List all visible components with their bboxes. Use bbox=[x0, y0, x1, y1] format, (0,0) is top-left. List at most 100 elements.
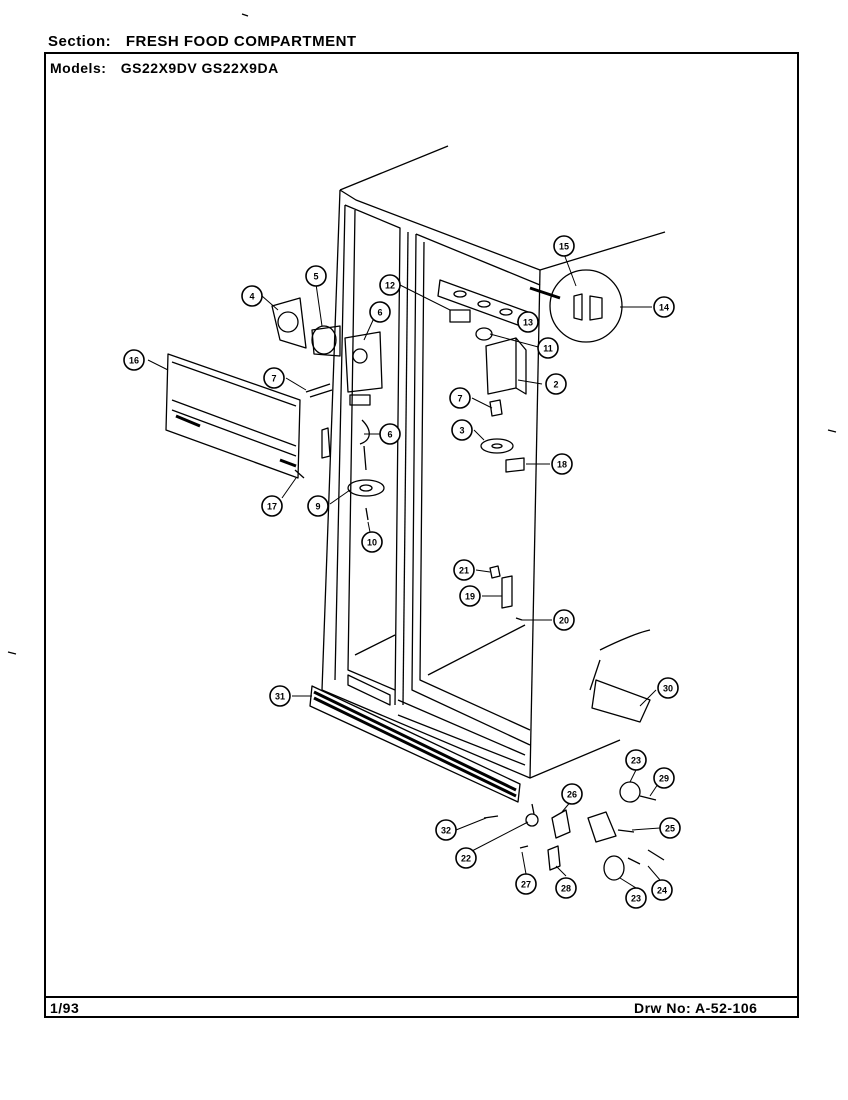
callout-circle bbox=[561, 783, 583, 805]
callout-circle bbox=[455, 847, 477, 869]
callout-circle bbox=[553, 609, 575, 631]
callout-circle bbox=[369, 301, 391, 323]
callout-number: 21 bbox=[459, 566, 469, 576]
callout-2: 2 bbox=[545, 373, 567, 395]
callout-16: 16 bbox=[123, 349, 145, 371]
callout-11: 11 bbox=[537, 337, 559, 359]
callout-number: 32 bbox=[441, 826, 451, 836]
callout-circle bbox=[555, 877, 577, 899]
callout-25: 25 bbox=[659, 817, 681, 839]
callout-number: 16 bbox=[129, 356, 139, 366]
callout-number: 6 bbox=[377, 308, 382, 318]
callout-circle bbox=[657, 677, 679, 699]
callout-23: 23 bbox=[625, 887, 647, 909]
control-panel bbox=[165, 353, 301, 479]
footer-divider bbox=[44, 996, 799, 998]
callout-24: 24 bbox=[651, 879, 673, 901]
callout-circle bbox=[517, 311, 539, 333]
callout-28: 28 bbox=[555, 877, 577, 899]
callout-circle bbox=[305, 265, 327, 287]
callout-number: 28 bbox=[561, 884, 571, 894]
callout-number: 23 bbox=[631, 894, 641, 904]
callout-29: 29 bbox=[653, 767, 675, 789]
callout-number: 29 bbox=[659, 774, 669, 784]
callout-15: 15 bbox=[553, 235, 575, 257]
callout-13: 13 bbox=[517, 311, 539, 333]
callout-circle bbox=[537, 337, 559, 359]
callout-number: 19 bbox=[465, 592, 475, 602]
callout-circle bbox=[435, 819, 457, 841]
callout-23: 23 bbox=[625, 749, 647, 771]
callout-circle bbox=[361, 531, 383, 553]
models-value: GS22X9DV GS22X9DA bbox=[120, 60, 279, 76]
callout-circle bbox=[625, 749, 647, 771]
callout-circle bbox=[515, 873, 537, 895]
cabinet-outline bbox=[321, 145, 666, 779]
leader-lines bbox=[147, 253, 663, 889]
callout-number: 30 bbox=[663, 684, 673, 694]
drawing-frame bbox=[44, 52, 799, 1018]
callout-number: 12 bbox=[385, 281, 395, 291]
callout-circle bbox=[553, 235, 575, 257]
callout-5: 5 bbox=[305, 265, 327, 287]
callout-14: 14 bbox=[653, 296, 675, 318]
callout-circle bbox=[653, 767, 675, 789]
callout-circle bbox=[261, 495, 283, 517]
left-upper-parts bbox=[271, 297, 383, 406]
right-mid-parts bbox=[480, 399, 525, 621]
callout-circle bbox=[307, 495, 329, 517]
callout-circle bbox=[451, 419, 473, 441]
callout-26: 26 bbox=[561, 783, 583, 805]
callout-21: 21 bbox=[453, 559, 475, 581]
callout-number: 7 bbox=[271, 374, 276, 384]
callout-22: 22 bbox=[455, 847, 477, 869]
callout-3: 3 bbox=[451, 419, 473, 441]
callout-circle bbox=[123, 349, 145, 371]
callout-number: 5 bbox=[313, 272, 318, 282]
callout-circle bbox=[551, 453, 573, 475]
callout-circle bbox=[263, 367, 285, 389]
callout-30: 30 bbox=[657, 677, 679, 699]
callout-number: 14 bbox=[659, 303, 669, 313]
callout-number: 6 bbox=[387, 430, 392, 440]
callout-circle bbox=[625, 887, 647, 909]
callout-number: 27 bbox=[521, 880, 531, 890]
callout-circle bbox=[241, 285, 263, 307]
callout-10: 10 bbox=[361, 531, 383, 553]
callout-number: 17 bbox=[267, 502, 277, 512]
callout-number: 26 bbox=[567, 790, 577, 800]
callout-circle bbox=[269, 685, 291, 707]
callout-number: 2 bbox=[553, 380, 558, 390]
callout-4: 4 bbox=[241, 285, 263, 307]
callout-number: 4 bbox=[249, 292, 254, 302]
hinge-parts bbox=[483, 629, 665, 881]
callout-number: 31 bbox=[275, 692, 285, 702]
section-value: FRESH FOOD COMPARTMENT bbox=[125, 33, 357, 50]
callout-number: 13 bbox=[523, 318, 533, 328]
callout-number: 15 bbox=[559, 242, 569, 252]
callout-circle bbox=[449, 387, 471, 409]
callout-circle bbox=[379, 423, 401, 445]
callout-12: 12 bbox=[379, 274, 401, 296]
drawing-number: Drw No: A-52-106 bbox=[634, 1000, 758, 1016]
callout-7: 7 bbox=[449, 387, 471, 409]
callout-32: 32 bbox=[435, 819, 457, 841]
callout-number: 18 bbox=[557, 460, 567, 470]
callout-6: 6 bbox=[379, 423, 401, 445]
callout-number: 22 bbox=[461, 854, 471, 864]
callout-27: 27 bbox=[515, 873, 537, 895]
callout-20: 20 bbox=[553, 609, 575, 631]
callout-number: 23 bbox=[631, 756, 641, 766]
callout-number: 11 bbox=[543, 344, 553, 354]
callout-6: 6 bbox=[369, 301, 391, 323]
section-label: Section: FRESH FOOD COMPARTMENT bbox=[48, 33, 357, 50]
callout-18: 18 bbox=[551, 453, 573, 475]
callout-19: 19 bbox=[459, 585, 481, 607]
models-label: Models: GS22X9DV GS22X9DA bbox=[50, 60, 279, 76]
callout-17: 17 bbox=[261, 495, 283, 517]
callout-number: 24 bbox=[657, 886, 667, 896]
callout-circle bbox=[659, 817, 681, 839]
callout-circle bbox=[453, 559, 475, 581]
